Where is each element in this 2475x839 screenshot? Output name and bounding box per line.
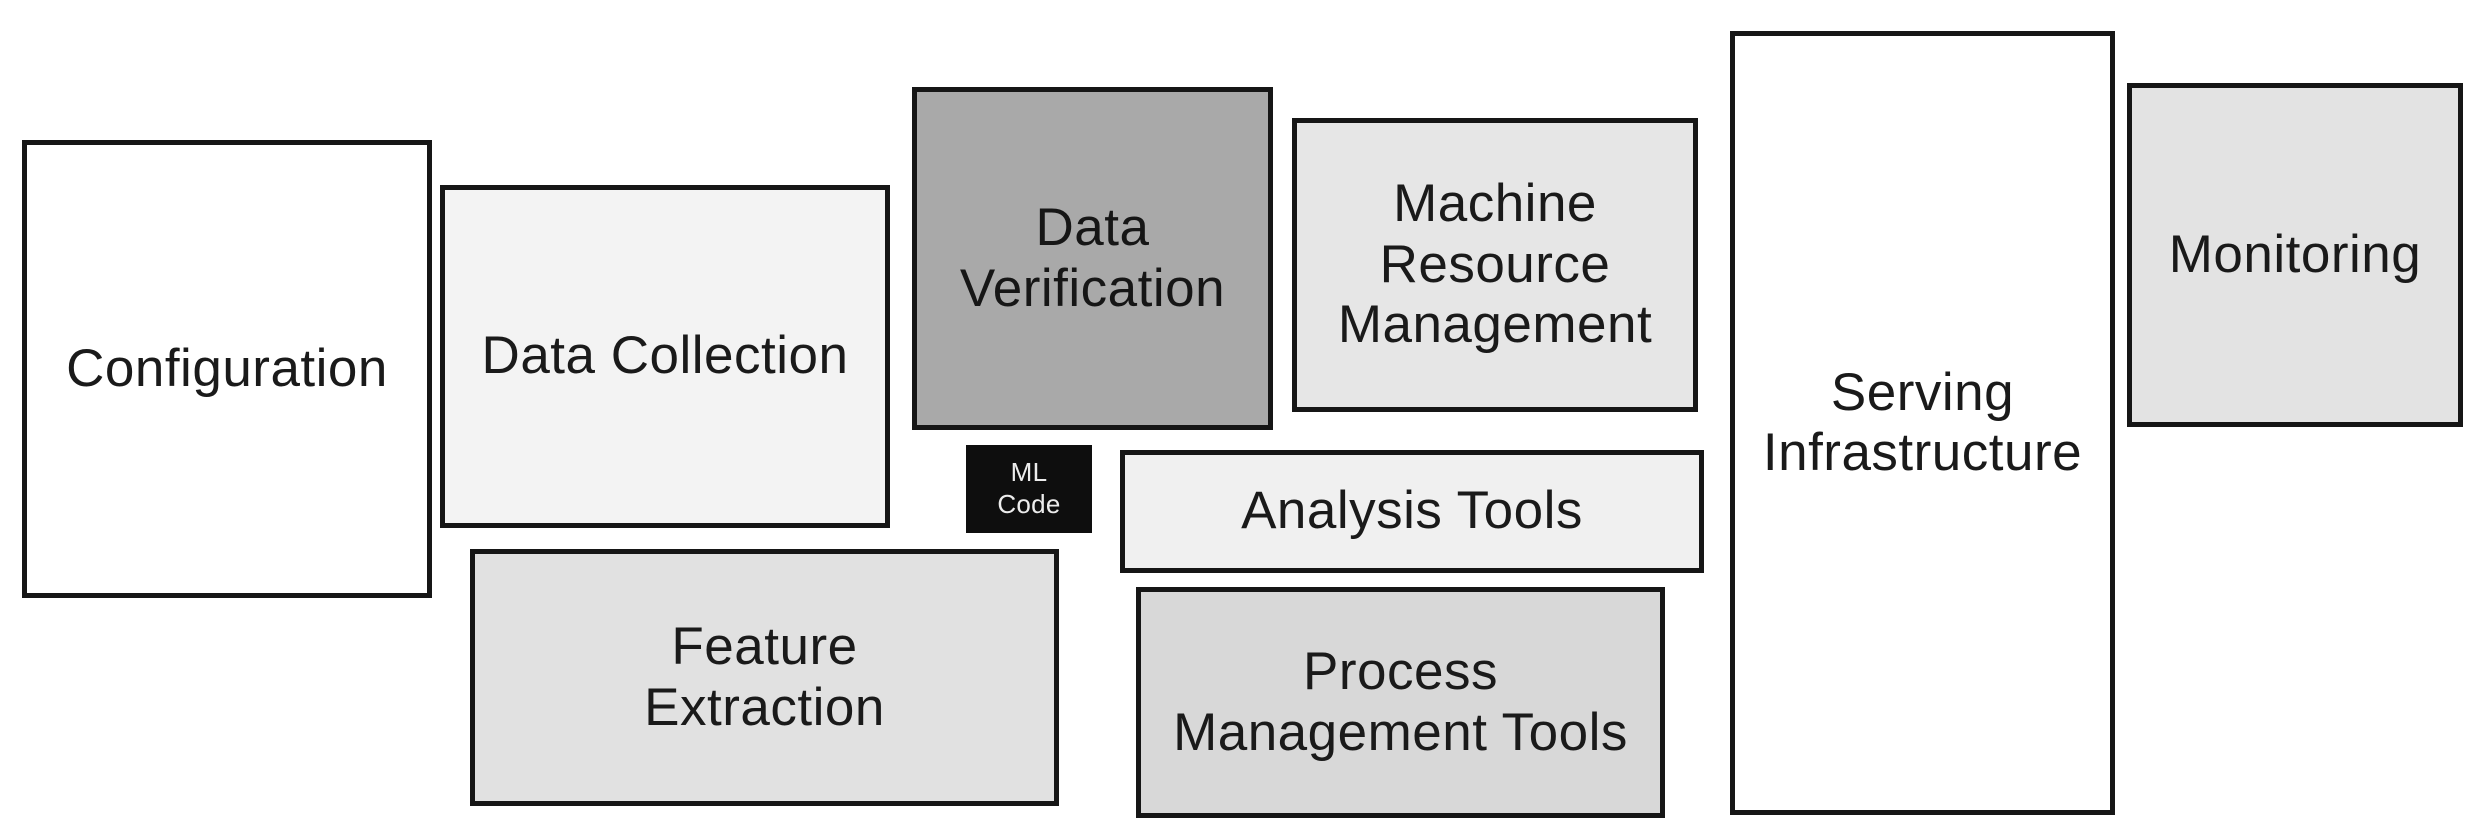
- box-serving-infrastructure-label: Serving Infrastructure: [1762, 362, 2083, 482]
- box-data-collection-label: Data Collection: [481, 326, 849, 386]
- box-configuration: Configuration: [22, 140, 432, 598]
- box-configuration-label: Configuration: [66, 338, 388, 398]
- box-data-verification: Data Verification: [912, 87, 1273, 430]
- box-feature-extraction-label: Feature Extraction: [644, 617, 885, 737]
- box-ml-code: ML Code: [966, 445, 1092, 533]
- box-process-management-tools: Process Management Tools: [1136, 587, 1665, 818]
- box-data-collection: Data Collection: [440, 185, 890, 528]
- box-serving-infrastructure: Serving Infrastructure: [1730, 31, 2115, 815]
- box-monitoring: Monitoring: [2127, 83, 2463, 427]
- box-analysis-tools: Analysis Tools: [1120, 450, 1704, 573]
- box-analysis-tools-label: Analysis Tools: [1241, 481, 1583, 541]
- box-machine-resource-management-label: Machine Resource Management: [1337, 174, 1653, 355]
- box-ml-code-label: ML Code: [997, 457, 1061, 519]
- box-process-management-tools-label: Process Management Tools: [1173, 642, 1628, 762]
- box-feature-extraction: Feature Extraction: [470, 549, 1059, 806]
- box-monitoring-label: Monitoring: [2168, 224, 2422, 284]
- box-data-verification-label: Data Verification: [959, 198, 1226, 318]
- box-machine-resource-management: Machine Resource Management: [1292, 118, 1698, 412]
